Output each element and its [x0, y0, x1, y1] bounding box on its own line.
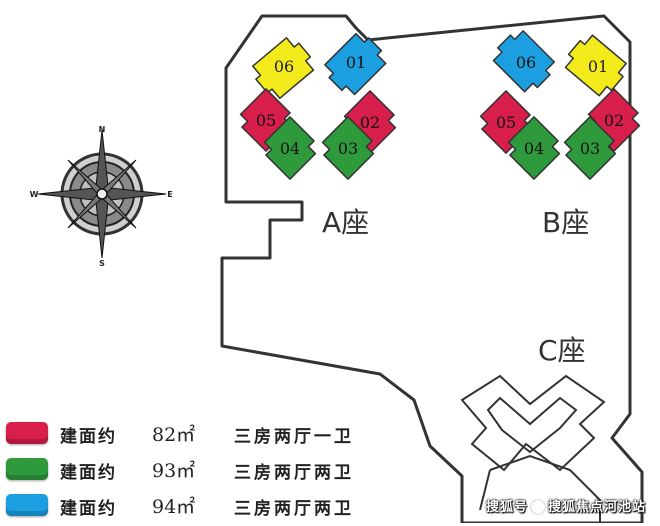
compass-icon: N S E W	[30, 125, 173, 268]
legend-prefix: 建面约	[60, 499, 117, 519]
unit-b-03: 03	[563, 116, 617, 180]
legend-layout: 三房两厅两卫	[234, 463, 354, 483]
legend-swatch-green	[6, 458, 48, 480]
unit-number-label: 02	[604, 111, 624, 130]
unit-number-label: 03	[580, 139, 600, 158]
legend-row-93: 建面约 93㎡ 三房两厅两卫	[6, 454, 426, 490]
unit-number-label: 05	[256, 111, 276, 130]
unit-shape	[492, 30, 556, 93]
unit-a-06: 06	[252, 37, 315, 100]
unit-shape	[507, 116, 561, 180]
unit-number-label: 06	[516, 53, 536, 72]
building-c-tower	[479, 454, 601, 523]
compass-s-label: S	[99, 259, 105, 268]
building-a-units: 06 01 05 02 04 03	[239, 32, 397, 180]
unit-a-03: 03	[321, 116, 375, 180]
unit-a-01: 01	[324, 32, 387, 96]
unit-b-04: 04	[507, 116, 561, 180]
legend-area: 82㎡	[152, 424, 196, 446]
legend-area: 94㎡	[152, 496, 196, 518]
legend-row-94: 建面约 94㎡ 三房两厅两卫	[6, 490, 426, 526]
watermark-right: 搜狐焦点河池站	[547, 500, 646, 515]
building-c-label: C座	[538, 334, 586, 367]
unit-b-01: 01	[564, 34, 627, 97]
unit-number-label: 03	[338, 139, 358, 158]
building-c-outline	[460, 374, 606, 472]
unit-number-label: 01	[346, 53, 366, 72]
unit-number-label: 04	[524, 139, 544, 158]
compass-w-label: W	[30, 190, 39, 199]
unit-shape	[321, 116, 375, 180]
unit-number-label: 02	[360, 113, 380, 132]
building-b-label: B座	[542, 206, 589, 239]
legend-prefix: 建面约	[60, 427, 117, 447]
unit-number-label: 06	[274, 57, 294, 76]
site-boundary	[220, 14, 644, 523]
compass-e-label: E	[167, 190, 172, 199]
legend-row-82: 建面约 82㎡ 三房两厅一卫	[6, 418, 426, 454]
unit-b-06: 06	[492, 30, 556, 93]
legend-layout: 三房两厅两卫	[234, 499, 354, 519]
legend-layout: 三房两厅一卫	[234, 427, 354, 447]
sohu-logo-icon	[530, 500, 545, 514]
unit-shape	[564, 34, 627, 97]
unit-number-label: 01	[588, 57, 608, 76]
unit-number-label: 04	[280, 139, 300, 158]
building-a-label: A座	[322, 206, 369, 239]
unit-shape	[252, 37, 315, 100]
legend-prefix: 建面约	[60, 463, 117, 483]
watermark: 搜狐号 搜狐焦点河池站	[486, 496, 646, 515]
unit-a-04: 04	[263, 116, 317, 180]
legend-swatch-blue	[6, 494, 48, 516]
compass-n-label: N	[99, 125, 106, 134]
building-b-units: 06 01 05 02 04 03	[479, 30, 641, 180]
unit-shape	[263, 116, 317, 180]
unit-number-label: 05	[496, 113, 516, 132]
legend-area: 93㎡	[152, 460, 196, 482]
unit-shape	[563, 116, 617, 180]
unit-shape	[324, 32, 387, 96]
legend: 建面约 82㎡ 三房两厅一卫 建面约 93㎡ 三房两厅两卫 建面约 94㎡ 三房…	[6, 418, 426, 526]
watermark-left: 搜狐号	[485, 500, 528, 515]
legend-swatch-red	[6, 422, 48, 444]
building-c-inner	[486, 396, 578, 454]
